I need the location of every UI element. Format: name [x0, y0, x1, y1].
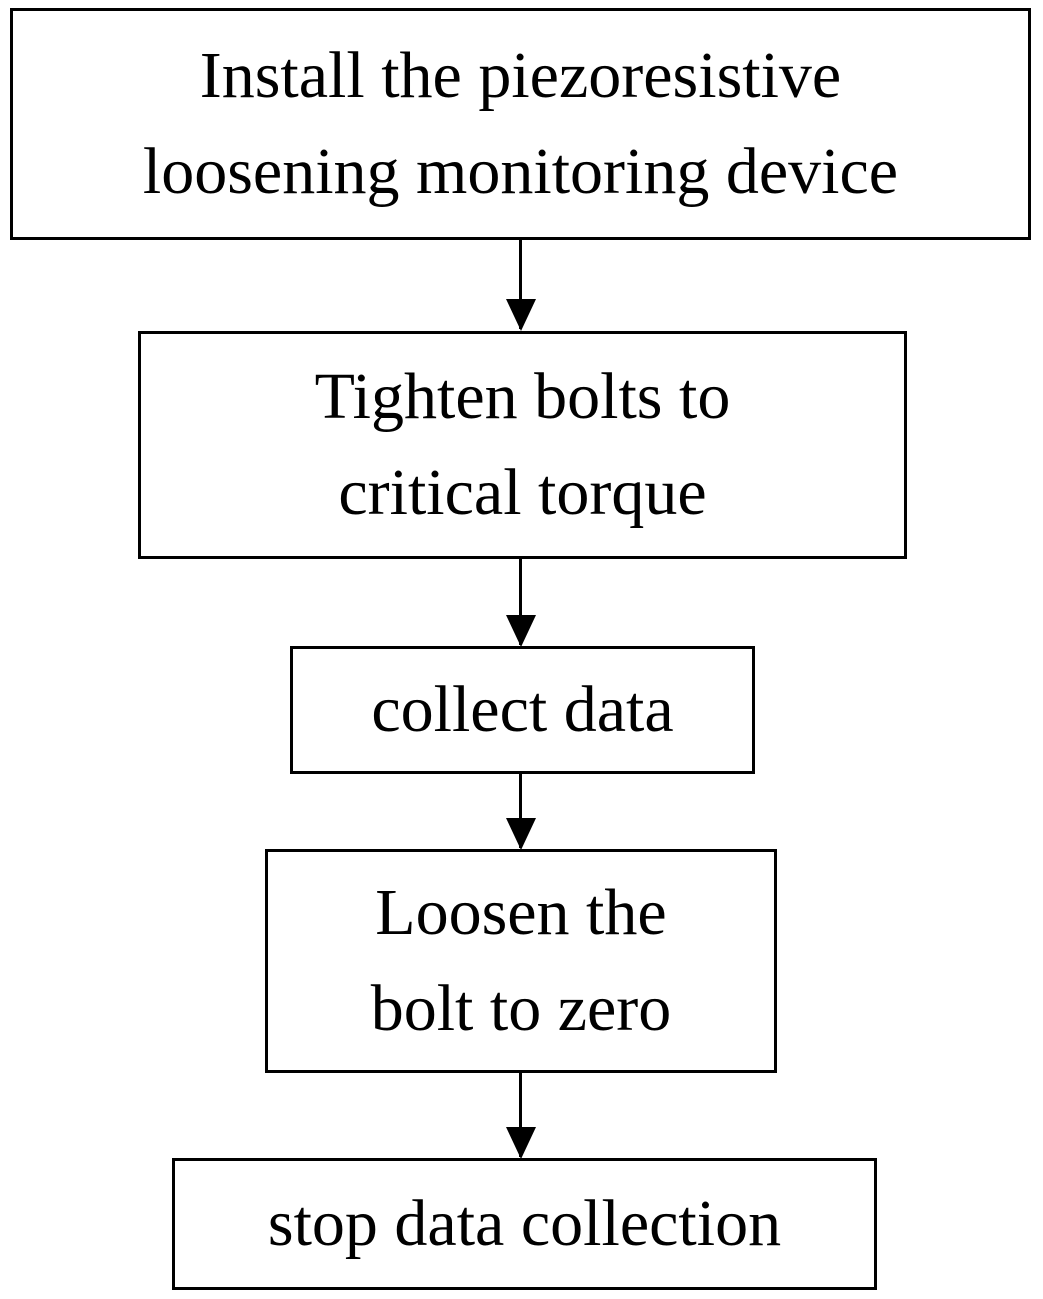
flowchart-node-collect-data: collect data	[290, 646, 755, 774]
node-label: Tighten bolts to critical torque	[314, 360, 731, 529]
flow-arrow-down-icon	[519, 774, 522, 848]
node-label: Loosen the bolt to zero	[370, 876, 672, 1045]
flowchart-node-install-device: Install the piezoresistive loosening mon…	[10, 8, 1031, 240]
flow-arrow-down-icon	[519, 1073, 522, 1157]
node-label: Install the piezoresistive loosening mon…	[142, 39, 899, 208]
node-label: stop data collection	[267, 1187, 782, 1261]
flowchart-node-stop-data-collection: stop data collection	[172, 1158, 877, 1290]
flowchart-node-loosen-bolt: Loosen the bolt to zero	[265, 849, 777, 1073]
flowchart-node-tighten-bolts: Tighten bolts to critical torque	[138, 331, 907, 559]
flow-arrow-down-icon	[519, 240, 522, 329]
flow-arrow-down-icon	[519, 559, 522, 645]
node-label: collect data	[371, 673, 674, 747]
